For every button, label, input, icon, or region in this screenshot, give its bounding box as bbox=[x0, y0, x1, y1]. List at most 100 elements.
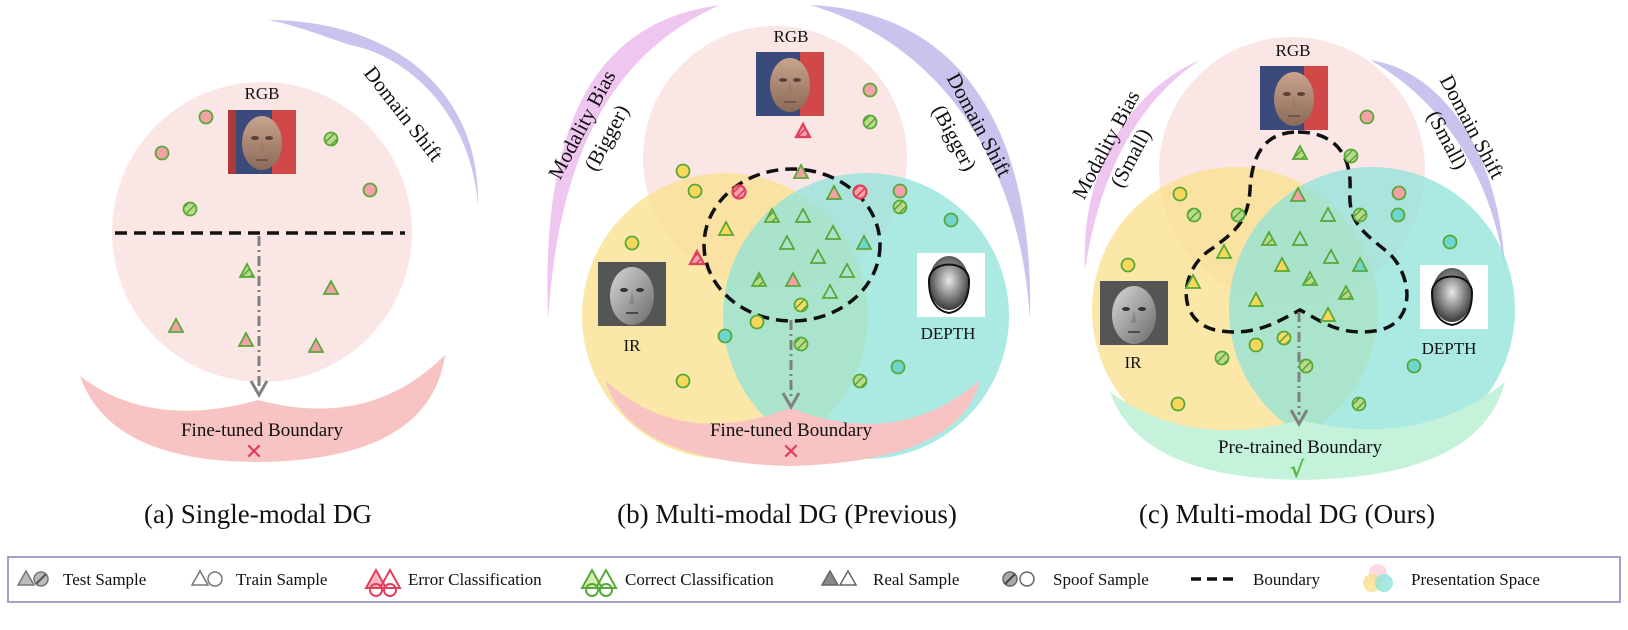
verdict-tick: √ bbox=[1290, 458, 1305, 483]
sample-circle bbox=[624, 235, 640, 251]
sample-circle bbox=[731, 184, 747, 200]
presentation-space-icon bbox=[1363, 564, 1393, 592]
sample-triangle bbox=[307, 337, 325, 353]
sample-circle bbox=[1391, 185, 1407, 201]
sample-triangle bbox=[794, 207, 812, 223]
sample-circle bbox=[793, 336, 809, 352]
sample-triangle bbox=[824, 224, 842, 240]
direction-arrowhead bbox=[249, 380, 269, 399]
sample-circle bbox=[1298, 358, 1314, 374]
boundary-label: Pre-trained Boundary bbox=[1218, 437, 1383, 458]
sample-circle bbox=[182, 201, 198, 217]
boundary-trefoil bbox=[1184, 130, 1409, 334]
direction-arrowhead bbox=[781, 392, 801, 411]
sample-triangle bbox=[1322, 248, 1340, 264]
depth-label: DEPTH bbox=[1422, 339, 1477, 358]
sample-triangle bbox=[1319, 206, 1337, 222]
sample-triangle bbox=[1351, 256, 1369, 272]
sample-triangle bbox=[1301, 270, 1319, 286]
error-classification-icon bbox=[364, 567, 402, 597]
verdict-cross: ✕ bbox=[782, 440, 800, 465]
direction-arrowhead bbox=[1289, 409, 1309, 428]
rgb-presentation-space bbox=[112, 82, 412, 382]
sample-circle bbox=[1390, 207, 1406, 223]
sample-circle bbox=[1172, 186, 1188, 202]
sample-triangle bbox=[784, 271, 802, 287]
ir-label: IR bbox=[624, 336, 642, 355]
panel-a: RGB Domain Shift Fine-tuned Boundary ✕ (… bbox=[80, 20, 479, 529]
sample-triangle bbox=[1319, 306, 1337, 322]
sample-triangle bbox=[763, 207, 781, 223]
sample-circle bbox=[1343, 148, 1359, 164]
spoof-sample-icon bbox=[1002, 571, 1035, 587]
sample-circle bbox=[717, 328, 733, 344]
legend-label: Presentation Space bbox=[1411, 570, 1540, 589]
sample-circle bbox=[362, 182, 378, 198]
sample-triangle bbox=[750, 271, 768, 287]
modality-bias-arc bbox=[1084, 60, 1200, 270]
rgb-face-image bbox=[756, 52, 824, 116]
sample-circle bbox=[1230, 207, 1246, 223]
depth-face-image bbox=[1420, 265, 1488, 329]
sample-triangle bbox=[1337, 284, 1355, 300]
rgb-label: RGB bbox=[1276, 41, 1311, 60]
sample-triangle bbox=[1184, 273, 1202, 289]
sample-triangle bbox=[1273, 256, 1291, 272]
sample-circle bbox=[1248, 337, 1264, 353]
sample-circle bbox=[1170, 396, 1186, 412]
depth-presentation-space bbox=[723, 173, 1009, 459]
sample-triangle bbox=[838, 262, 856, 278]
panel-c: RGB IR DEPTH Modality Bias (Small) Domai… bbox=[1067, 37, 1515, 529]
sample-circle bbox=[1406, 358, 1422, 374]
ir-label: IR bbox=[1125, 353, 1143, 372]
ir-face-image bbox=[1100, 281, 1168, 345]
test-sample-icon bbox=[16, 569, 49, 587]
sample-circle bbox=[862, 114, 878, 130]
sample-triangle bbox=[167, 317, 185, 333]
sample-triangle bbox=[1247, 291, 1265, 307]
sample-triangle bbox=[1291, 144, 1309, 160]
sample-triangle bbox=[688, 248, 706, 266]
pre-trained-boundary-arc bbox=[1110, 382, 1505, 480]
sample-circle bbox=[1120, 257, 1136, 273]
sample-circle bbox=[852, 184, 868, 200]
rgb-label: RGB bbox=[245, 84, 280, 103]
sample-circle bbox=[1186, 207, 1202, 223]
domain-shift-arc bbox=[1370, 60, 1505, 270]
legend-frame bbox=[7, 556, 1621, 603]
correct-classification-icon bbox=[580, 567, 618, 597]
sample-circle bbox=[892, 199, 908, 215]
legend-label: Train Sample bbox=[236, 570, 327, 589]
sample-circle bbox=[675, 373, 691, 389]
panel-caption: (c) Multi-modal DG (Ours) bbox=[1139, 499, 1435, 529]
sample-circle bbox=[198, 109, 214, 125]
panel-caption: (a) Single-modal DG bbox=[144, 499, 372, 529]
sample-circle bbox=[1442, 234, 1458, 250]
legend-label: Boundary bbox=[1253, 570, 1321, 589]
sample-circle bbox=[1352, 207, 1368, 223]
legend-label: Test Sample bbox=[63, 570, 146, 589]
depth-face-image bbox=[917, 253, 985, 317]
sample-triangle bbox=[237, 331, 255, 347]
sample-circle bbox=[1276, 330, 1292, 346]
legend-label: Correct Classification bbox=[625, 570, 774, 589]
sample-circle bbox=[793, 297, 809, 313]
legend: Test Sample Train Sample Error Classific… bbox=[7, 556, 1621, 603]
sample-triangle bbox=[778, 234, 796, 250]
boundary-label: Fine-tuned Boundary bbox=[181, 420, 344, 441]
rgb-face-image bbox=[1260, 66, 1328, 130]
legend-label: Real Sample bbox=[873, 570, 959, 589]
legend-label: Error Classification bbox=[408, 570, 542, 589]
sample-circle bbox=[890, 359, 906, 375]
sample-circle bbox=[323, 131, 339, 147]
sample-circle bbox=[154, 145, 170, 161]
depth-label: DEPTH bbox=[921, 324, 976, 343]
rgb-label: RGB bbox=[774, 27, 809, 46]
real-sample-icon bbox=[820, 569, 858, 586]
fine-tuned-boundary-arc bbox=[80, 355, 445, 462]
sample-triangle bbox=[1291, 230, 1309, 246]
sample-triangle bbox=[825, 184, 843, 200]
sample-triangle bbox=[792, 163, 810, 179]
sample-circle bbox=[1351, 396, 1367, 412]
